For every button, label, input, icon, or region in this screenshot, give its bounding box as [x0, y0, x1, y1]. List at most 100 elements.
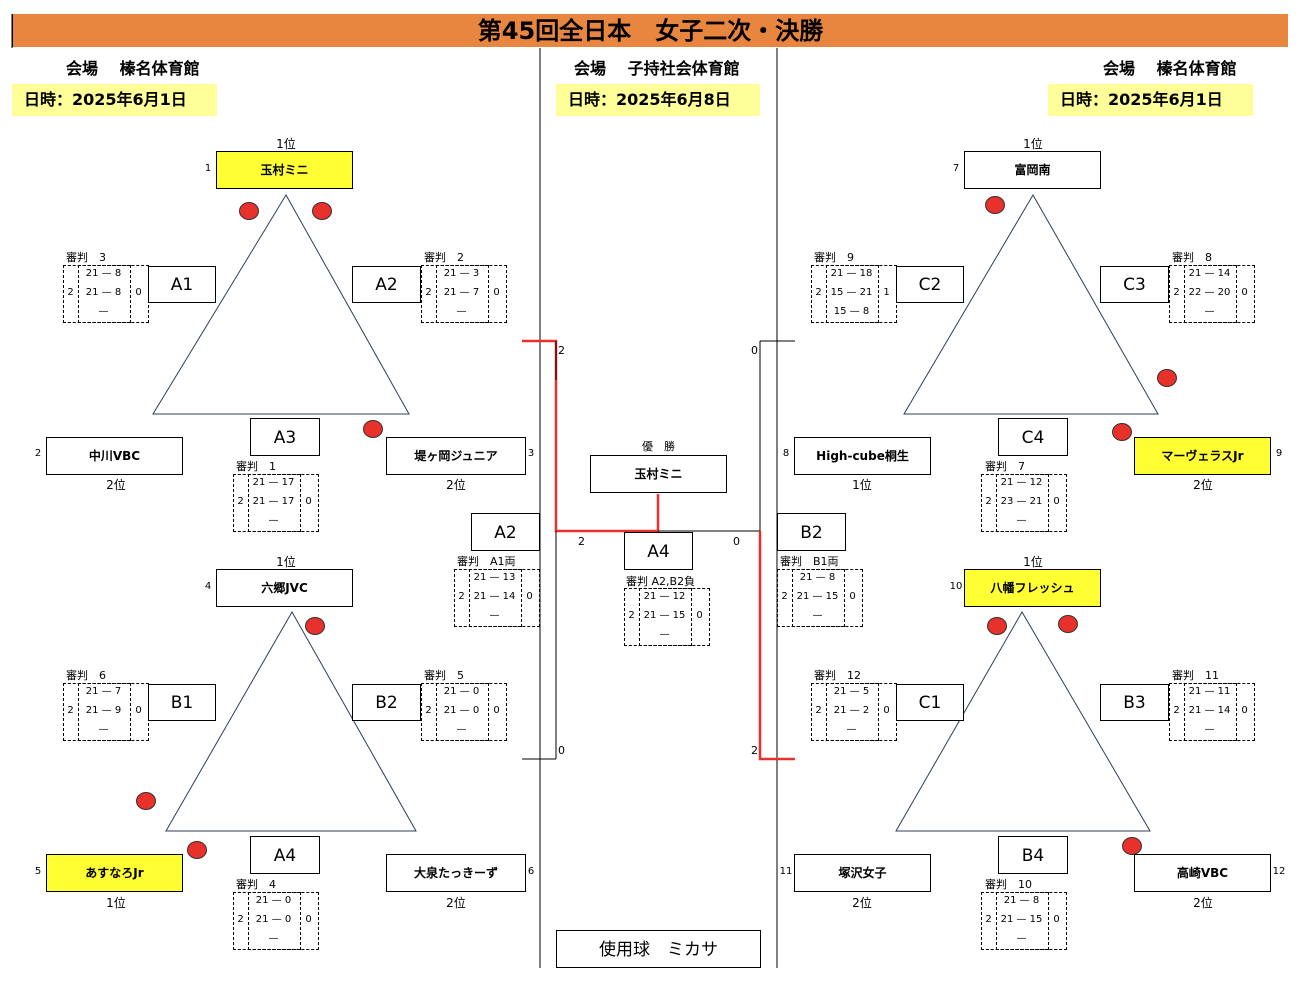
referee-label: 審判 4 — [236, 878, 276, 891]
team-rank: 1位 — [276, 137, 296, 151]
team-rank: 1位 — [1023, 137, 1043, 151]
referee-label: 審判 12 — [814, 669, 861, 682]
referee-label: 審判 A1両 — [457, 555, 516, 568]
venue-center: 会場 子持社会体育館 — [574, 59, 740, 78]
referee-label: 審判 2 — [424, 251, 464, 264]
team-rank: 1位 — [852, 478, 872, 492]
date-center: 日時：2025年6月8日 — [556, 84, 760, 116]
volleyball-icon — [985, 196, 1005, 214]
volleyball-icon — [363, 420, 383, 438]
team-rank: 1位 — [1023, 555, 1043, 569]
date-right: 日時：2025年6月1日 — [1048, 84, 1253, 116]
group-d-triangle — [895, 611, 1151, 832]
team-rank: 2位 — [446, 896, 466, 910]
match-code: C1 — [896, 684, 964, 721]
referee-label: 審判 B1両 — [780, 555, 839, 568]
team-rank: 2位 — [106, 478, 126, 492]
referee-label: 審判 3 — [66, 251, 106, 264]
match-code: B4 — [998, 836, 1068, 874]
match-code: B3 — [1100, 684, 1169, 721]
team-rank: 2位 — [446, 478, 466, 492]
score-box: 2 0 21 — 14 22 — 20 — — [1169, 265, 1255, 323]
seed-number: 7 — [952, 163, 960, 174]
score-box: 2 0 21 — 12 21 — 15 — — [624, 588, 710, 646]
team-box: マーヴェラスJr — [1134, 437, 1271, 475]
seed-number: 1 — [204, 163, 212, 174]
final-left-score: 2 — [578, 535, 585, 548]
seed-number: 9 — [1275, 448, 1283, 459]
champion-label: 優 勝 — [642, 440, 675, 453]
bracket-winner-line — [522, 339, 660, 533]
volleyball-icon — [987, 617, 1007, 635]
match-code: B1 — [148, 684, 216, 721]
volleyball-icon — [1122, 837, 1142, 855]
bracket-score: 0 — [751, 344, 758, 357]
score-box: 2 0 21 — 8 21 — 15 — — [777, 569, 863, 627]
champion-box: 玉村ミニ — [590, 455, 727, 493]
match-code: A2 — [352, 266, 421, 303]
score-box: 2 0 21 — 17 21 — 17 — — [233, 474, 319, 532]
ball-info: 使用球 ミカサ — [556, 930, 761, 968]
seed-number: 10 — [949, 581, 963, 592]
team-rank: 1位 — [106, 896, 126, 910]
team-box: 六郷JVC — [216, 569, 353, 607]
seed-number: 5 — [34, 866, 42, 877]
team-box: 高崎VBC — [1134, 854, 1271, 892]
referee-label: 審判 10 — [985, 878, 1032, 891]
team-rank: 2位 — [852, 896, 872, 910]
match-code: A4 — [250, 836, 320, 874]
semifinal-code: B2 — [777, 513, 846, 551]
referee-label: 審判 1 — [236, 460, 276, 473]
volleyball-icon — [136, 792, 156, 810]
semifinal-code: A2 — [471, 513, 540, 551]
group-c-triangle — [903, 194, 1159, 415]
match-code: C2 — [896, 266, 964, 303]
volleyball-icon — [1157, 369, 1177, 387]
volleyball-icon — [1058, 615, 1078, 633]
team-box: 八幡フレッシュ — [964, 569, 1101, 607]
group-b-triangle — [165, 610, 417, 832]
referee-label: 審判 11 — [1172, 669, 1219, 682]
score-box: 2 0 21 — 0 21 — 0 — — [421, 683, 507, 741]
seed-number: 12 — [1272, 866, 1286, 877]
venue-right: 会場 榛名体育館 — [1103, 59, 1237, 78]
team-box: 中川VBC — [46, 437, 183, 475]
match-code: B2 — [352, 684, 421, 721]
volleyball-icon — [187, 841, 207, 859]
score-box: 2 0 21 — 0 21 — 0 — — [233, 892, 319, 950]
score-box: 2 0 21 — 5 21 — 2 — — [811, 683, 897, 741]
seed-number: 6 — [527, 866, 535, 877]
score-box: 2 1 21 — 18 15 — 21 15 — 8 — [811, 265, 897, 323]
bracket-score: 0 — [558, 744, 565, 757]
score-box: 2 0 21 — 7 21 — 9 — — [63, 683, 149, 741]
score-box: 2 0 21 — 3 21 — 7 — — [421, 265, 507, 323]
team-rank: 2位 — [1193, 478, 1213, 492]
seed-number: 2 — [34, 448, 42, 459]
score-box: 2 0 21 — 12 23 — 21 — — [981, 474, 1067, 532]
referee-label: 審判 7 — [985, 460, 1025, 473]
team-rank: 1位 — [276, 555, 296, 569]
page-title: 第45回全日本 女子二次・決勝 — [12, 14, 1288, 47]
referee-label: 審判 6 — [66, 669, 106, 682]
team-box: High-cube桐生 — [794, 437, 931, 475]
team-box: 大泉たっきーず — [386, 854, 526, 892]
date-left: 日時：2025年6月1日 — [12, 84, 217, 116]
match-code: C4 — [998, 418, 1068, 456]
score-box: 2 0 21 — 8 21 — 8 — — [63, 265, 149, 323]
group-a-triangle — [152, 194, 410, 415]
referee-label: 審判 9 — [814, 251, 854, 264]
seed-number: 8 — [782, 448, 790, 459]
referee-label: 審判 5 — [424, 669, 464, 682]
match-code: A1 — [148, 266, 216, 303]
bracket-score: 2 — [751, 744, 758, 757]
team-box: 塚沢女子 — [794, 854, 931, 892]
final-match-code: A4 — [624, 532, 693, 570]
seed-number: 11 — [779, 866, 793, 877]
team-box: 玉村ミニ — [216, 151, 353, 189]
volleyball-icon — [305, 617, 325, 635]
referee-label: 審判 8 — [1172, 251, 1212, 264]
volleyball-icon — [312, 202, 332, 220]
referee-label: 審判 A2,B2負 — [626, 575, 696, 588]
team-rank: 2位 — [1193, 896, 1213, 910]
